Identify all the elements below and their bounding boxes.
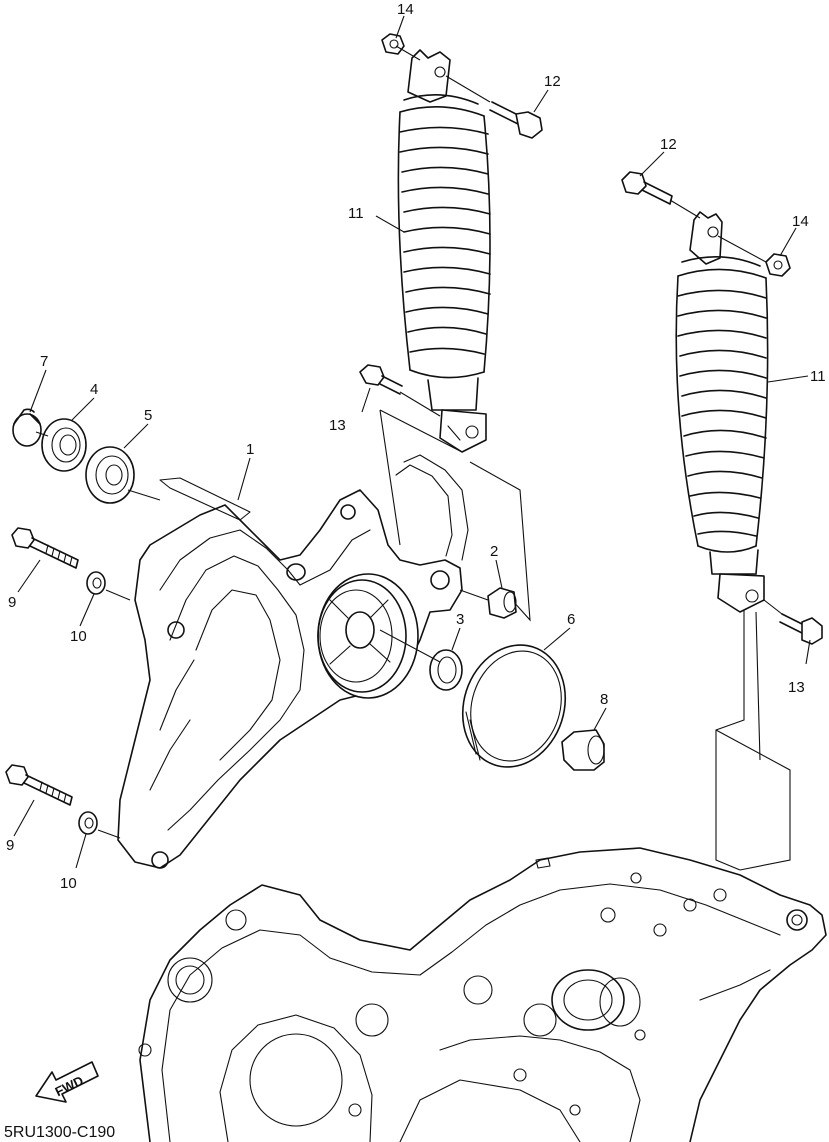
part-4-oil-seal: [41, 418, 87, 472]
crankcase-outline: [138, 847, 827, 1142]
callout-10-lower: 10: [60, 875, 77, 892]
part-8-plug: [561, 729, 605, 771]
callout-4: 4: [90, 381, 98, 398]
fwd-arrow-icon: FWD: [35, 1061, 99, 1103]
part-2-collar: [487, 587, 517, 619]
callout-14-upper: 14: [397, 1, 414, 18]
part-9-bolt-upper: [11, 527, 79, 569]
part-14-nut-right: [765, 253, 791, 277]
shock-absorber-left: [397, 49, 491, 453]
part-10-washer-upper: [86, 571, 106, 595]
callout-leaders: [13, 15, 811, 869]
part-leader-lines: [35, 45, 783, 839]
part-13-bolt-right: [779, 613, 823, 645]
callout-3: 3: [456, 611, 464, 628]
callout-1: 1: [246, 441, 254, 458]
part-10-washer-lower: [78, 811, 98, 835]
callout-13-left: 13: [329, 417, 346, 434]
part-9-bolt-lower: [5, 764, 73, 806]
part-14-nut-upper: [381, 33, 405, 55]
callout-13-right: 13: [788, 679, 805, 696]
callout-2: 2: [490, 543, 498, 560]
part-5-bearing: [85, 446, 135, 504]
callout-5: 5: [144, 407, 152, 424]
fwd-label: FWD: [53, 1073, 86, 1099]
callout-11-left: 11: [348, 205, 364, 222]
callout-9-upper: 9: [8, 594, 16, 611]
assembly-reference-lines: [379, 409, 791, 871]
callout-12-right: 12: [660, 136, 677, 153]
callout-12-upper: 12: [544, 73, 561, 90]
callout-8: 8: [600, 691, 608, 708]
drawing-code: 5RU1300-C190: [4, 1124, 115, 1141]
part-12-bolt-upper: [489, 101, 543, 139]
callout-6: 6: [567, 611, 575, 628]
part-7-collar: [12, 408, 42, 447]
part-3-o-ring: [429, 649, 463, 691]
rear-arm-case: [117, 454, 469, 869]
callout-10-upper: 10: [70, 628, 87, 645]
callout-labels: 14 12 11 13 12 14 11 13 7 4 5 1 2 3 6 8 …: [6, 1, 826, 892]
part-12-bolt-right: [621, 171, 673, 205]
part-13-bolt-upper: [359, 364, 403, 395]
part-6-gasket: [461, 644, 567, 768]
shock-absorber-right: [675, 211, 769, 613]
callout-11-right: 11: [810, 368, 826, 385]
callout-9-lower: 9: [6, 837, 14, 854]
callout-14-right: 14: [792, 213, 809, 230]
callout-7: 7: [40, 353, 48, 370]
